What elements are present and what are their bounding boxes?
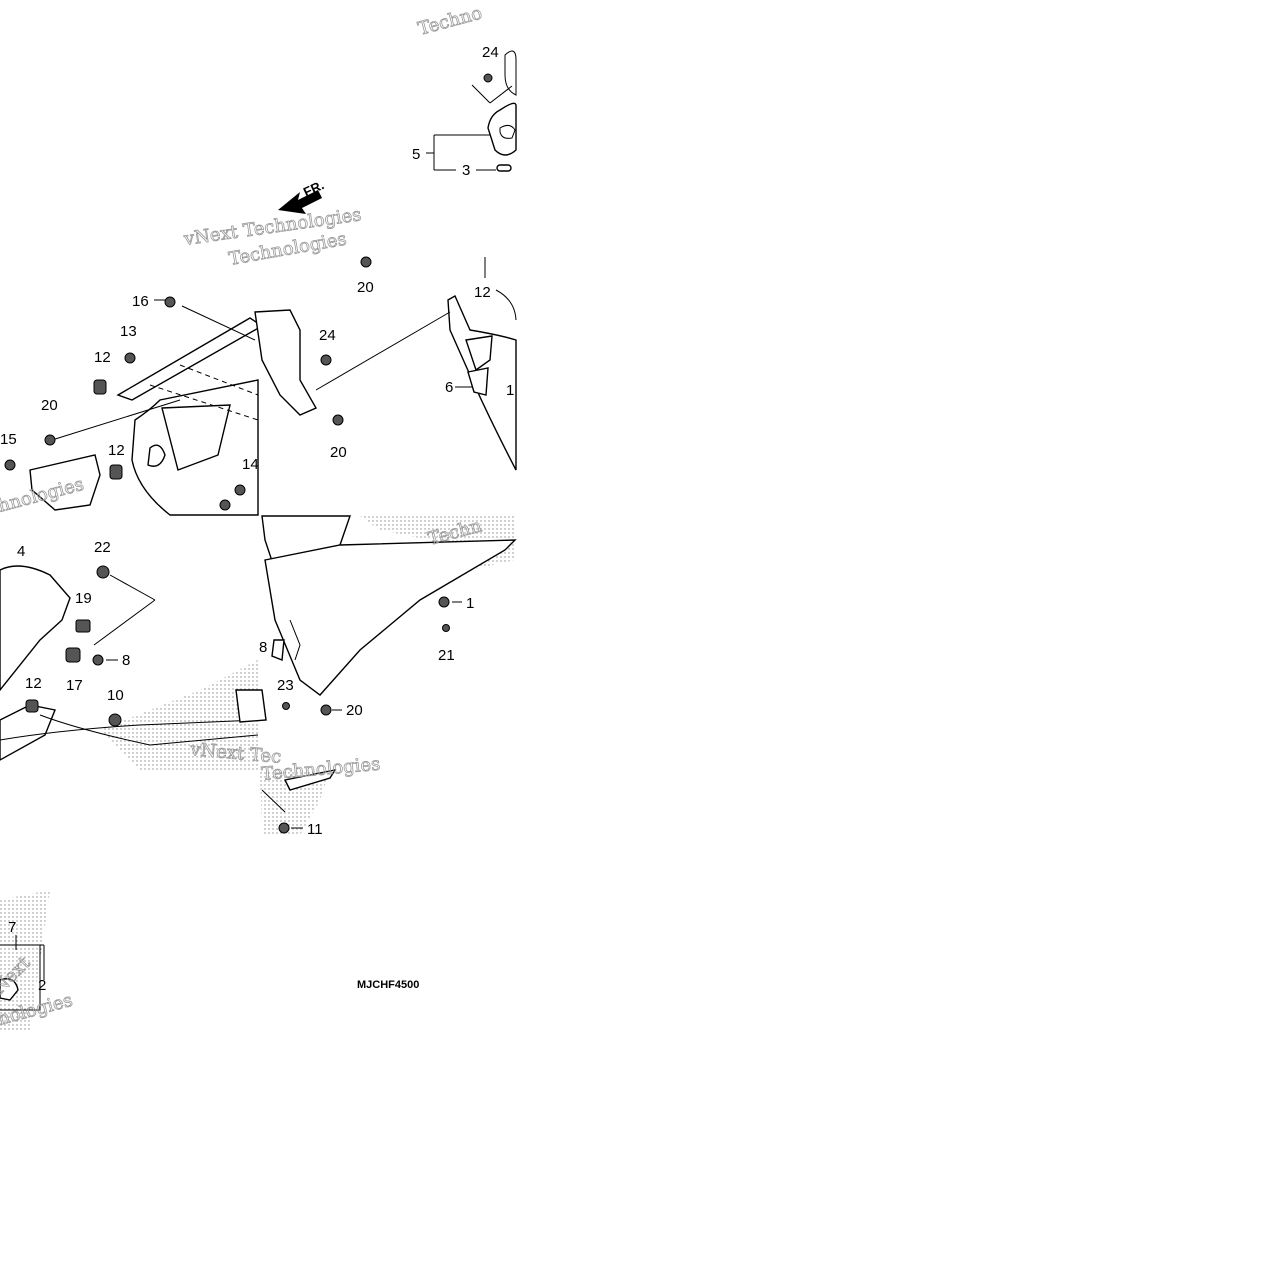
- callout-number: 13: [120, 323, 137, 340]
- callout-number: 20: [330, 444, 347, 461]
- callout-number: 24: [482, 44, 499, 61]
- callout-number: 23: [277, 677, 294, 694]
- callout-number: 17: [66, 677, 83, 694]
- fasteners: [4, 256, 450, 834]
- under-cowl-right: [261, 515, 517, 696]
- callout-number: 21: [438, 647, 455, 664]
- callout-number: 24: [319, 327, 336, 344]
- leader-lines: [15, 134, 496, 980]
- bracket-strip: [261, 768, 337, 813]
- callout-number: 4: [17, 543, 25, 560]
- callout-number: 20: [357, 279, 374, 296]
- diagram-code: MJCHF4500: [357, 979, 419, 991]
- corner-piece-left: [0, 944, 41, 1011]
- fr-arrow-icon: [278, 190, 322, 214]
- callout-number: 1: [506, 382, 514, 399]
- callout-number: 20: [346, 702, 363, 719]
- callout-number: 6: [445, 379, 453, 396]
- callout-number: 22: [94, 539, 111, 556]
- callout-number: 5: [412, 146, 420, 163]
- lower-cowl-left: [0, 565, 267, 761]
- callout-number: 19: [75, 590, 92, 607]
- callout-number: 12: [94, 349, 111, 366]
- callout-number: 12: [108, 442, 125, 459]
- middle-cowl-left: [29, 305, 317, 516]
- callout-number: 10: [107, 687, 124, 704]
- callouts: 24 5 3 16 13 12 20 15 12 14 24 20 12 6 1…: [0, 44, 514, 994]
- callout-number: 11: [307, 821, 323, 838]
- callout-number: 1: [466, 595, 474, 612]
- inner-cover-top: [471, 50, 517, 172]
- callout-number: 8: [122, 652, 130, 669]
- callout-number: 16: [132, 293, 149, 310]
- callout-number: 15: [0, 431, 17, 448]
- callout-number: 7: [8, 919, 16, 936]
- callout-number: 2: [38, 977, 46, 994]
- direction-label: FR.: [301, 177, 326, 199]
- callout-number: 14: [242, 456, 259, 473]
- callout-number: 8: [259, 639, 267, 656]
- callout-number: 20: [41, 397, 58, 414]
- callout-number: 12: [474, 284, 491, 301]
- callout-number: 3: [462, 162, 470, 179]
- callout-number: 12: [25, 675, 42, 692]
- watermark-text: Techno: [416, 3, 485, 40]
- lower-side-cover-right: [315, 289, 517, 471]
